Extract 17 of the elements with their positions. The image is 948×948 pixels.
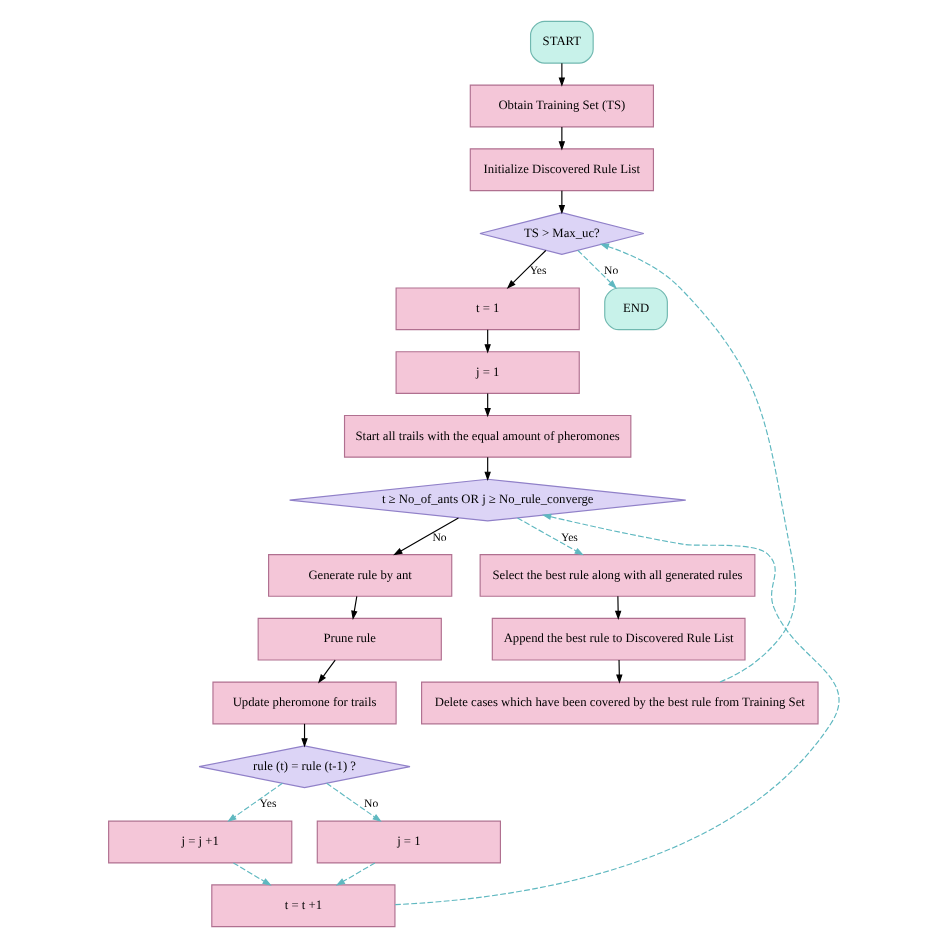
arrow — [577, 249, 617, 289]
arrow — [318, 659, 336, 684]
arrow — [558, 190, 566, 215]
arrow — [393, 517, 459, 556]
arrow — [558, 62, 566, 87]
arrow — [516, 517, 584, 556]
arrow — [335, 862, 376, 886]
arrow — [616, 659, 623, 684]
arrow — [351, 595, 358, 620]
arrow — [614, 595, 622, 621]
arrow — [506, 249, 547, 289]
arrow — [227, 782, 283, 822]
arrow — [394, 513, 840, 906]
arrow — [232, 862, 272, 886]
arrow — [558, 126, 566, 151]
arrow — [599, 243, 797, 683]
arrow — [326, 782, 382, 822]
